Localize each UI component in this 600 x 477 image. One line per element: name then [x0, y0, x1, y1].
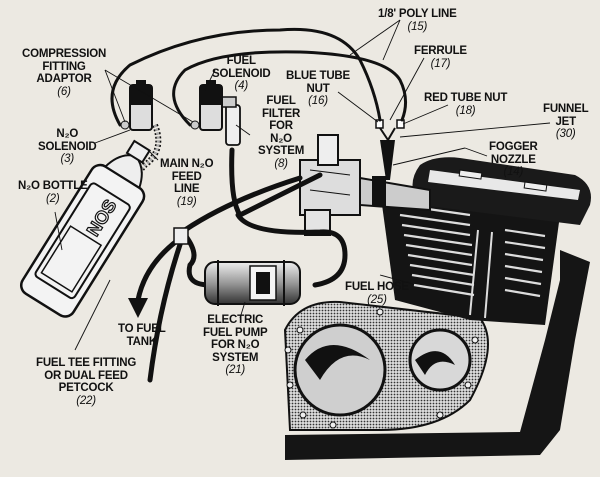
label-line: FUEL	[226, 55, 256, 67]
label-fuel-filter: FUEL FILTER FOR N₂O SYSTEM (8)	[258, 95, 304, 170]
carburetor	[299, 134, 361, 236]
label-fuel-tee-fitting: FUEL TEE FITTING OR DUAL FEED PETCOCK (2…	[36, 357, 136, 407]
label-n2o-bottle: N₂O BOTTLE (2)	[18, 180, 88, 205]
crank-cover-large	[293, 323, 387, 417]
label-red-tube-nut: RED TUBE NUT (18)	[424, 92, 507, 117]
label-number: (3)	[60, 153, 75, 165]
label-line: LINE	[173, 183, 200, 195]
label-number: (15)	[407, 20, 428, 33]
label-line: OR DUAL FEED	[44, 369, 128, 382]
label-line: FUEL HOSE	[345, 281, 409, 293]
label-line: NUT	[306, 82, 330, 95]
label-fuel-hose: FUEL HOSE (25)	[345, 281, 409, 306]
label-number: (21)	[225, 364, 246, 376]
label-electric-fuel-pump: ELECTRIC FUEL PUMP FOR N₂O SYSTEM (21)	[203, 314, 268, 377]
label-line: ELECTRIC	[207, 314, 264, 326]
label-fuel-solenoid: FUEL SOLENOID (4)	[212, 55, 271, 93]
label-number: (17)	[430, 57, 451, 70]
label-number: (8)	[274, 157, 288, 170]
to-fuel-tank-arrow	[128, 298, 148, 318]
label-line: PETCOCK	[58, 382, 114, 394]
poly-line-n2o	[110, 27, 382, 127]
fuel-hose-pump	[182, 232, 213, 288]
label-line: N₂O BOTTLE	[18, 180, 88, 192]
label-fogger-nozzle: FOGGER NOZZLE (14)	[489, 141, 538, 179]
label-line: FOR	[269, 120, 293, 132]
label-line: N₂O	[56, 128, 79, 140]
poly-line-fuel	[172, 50, 407, 127]
label-line: SOLENOID	[38, 140, 97, 153]
n2o-solenoid-body	[120, 80, 153, 131]
label-line: FUEL PUMP	[203, 326, 268, 339]
label-line: 1/8' POLY LINE	[378, 8, 457, 20]
label-number: (4)	[234, 80, 249, 92]
label-line: FITTING	[42, 60, 86, 73]
label-line: FUEL TEE FITTING	[36, 357, 137, 369]
label-ferrule: FERRULE (17)	[414, 45, 467, 70]
label-line: ADAPTOR	[36, 73, 92, 85]
fogger-nozzle	[380, 140, 395, 180]
label-number: (6)	[57, 85, 71, 98]
label-line: FOR N₂O	[211, 339, 260, 351]
fuel-tee-fitting	[173, 227, 189, 245]
fuel-hose-25	[235, 212, 348, 288]
frame-rail	[285, 250, 590, 460]
label-main-n2o-feed-line: MAIN N₂O FEED LINE (19)	[160, 158, 214, 208]
label-number: (2)	[46, 192, 60, 205]
label-line: JET	[555, 115, 576, 128]
label-line: SYSTEM	[212, 351, 259, 364]
n2o-bottle: NOS	[19, 139, 152, 318]
label-line: NOZZLE	[490, 153, 536, 166]
label-line: N₂O	[270, 132, 292, 145]
label-number: (16)	[308, 95, 328, 107]
label-line: FUNNEL	[543, 103, 589, 115]
label-line: FERRULE	[414, 45, 467, 57]
label-to-fuel-tank: TO FUEL TANK	[118, 323, 166, 348]
label-line: FEED	[171, 170, 202, 183]
label-poly-line: 1/8' POLY LINE (15)	[378, 8, 457, 33]
label-number: (14)	[503, 166, 524, 178]
leader-lines	[54, 19, 551, 351]
label-line: BLUE TUBE	[286, 70, 351, 82]
label-line: FILTER	[261, 107, 301, 120]
label-funnel-jet: FUNNEL JET (30)	[543, 103, 589, 141]
label-number: (19)	[176, 195, 197, 208]
label-blue-tube-nut: BLUE TUBE NUT (16)	[286, 70, 350, 108]
label-line: COMPRESSION	[22, 48, 107, 60]
label-line: FUEL	[266, 95, 296, 107]
label-number: (22)	[76, 394, 96, 407]
label-line: SOLENOID	[212, 67, 271, 80]
label-line: TO FUEL	[118, 323, 166, 335]
label-number: (18)	[455, 104, 476, 117]
fuel-filter	[225, 104, 241, 146]
label-number: (25)	[367, 293, 387, 306]
label-line: TANK	[126, 335, 157, 348]
label-line: MAIN N₂O	[160, 158, 214, 170]
electric-fuel-pump	[204, 260, 301, 306]
label-n2o-solenoid: N₂O SOLENOID (3)	[38, 128, 97, 166]
label-line: FOGGER	[489, 141, 538, 153]
label-line: SYSTEM	[258, 145, 305, 157]
label-compression-fitting-adaptor: COMPRESSION FITTING ADAPTOR (6)	[22, 48, 106, 98]
label-line: RED TUBE NUT	[424, 92, 508, 104]
label-number: (30)	[555, 128, 576, 140]
